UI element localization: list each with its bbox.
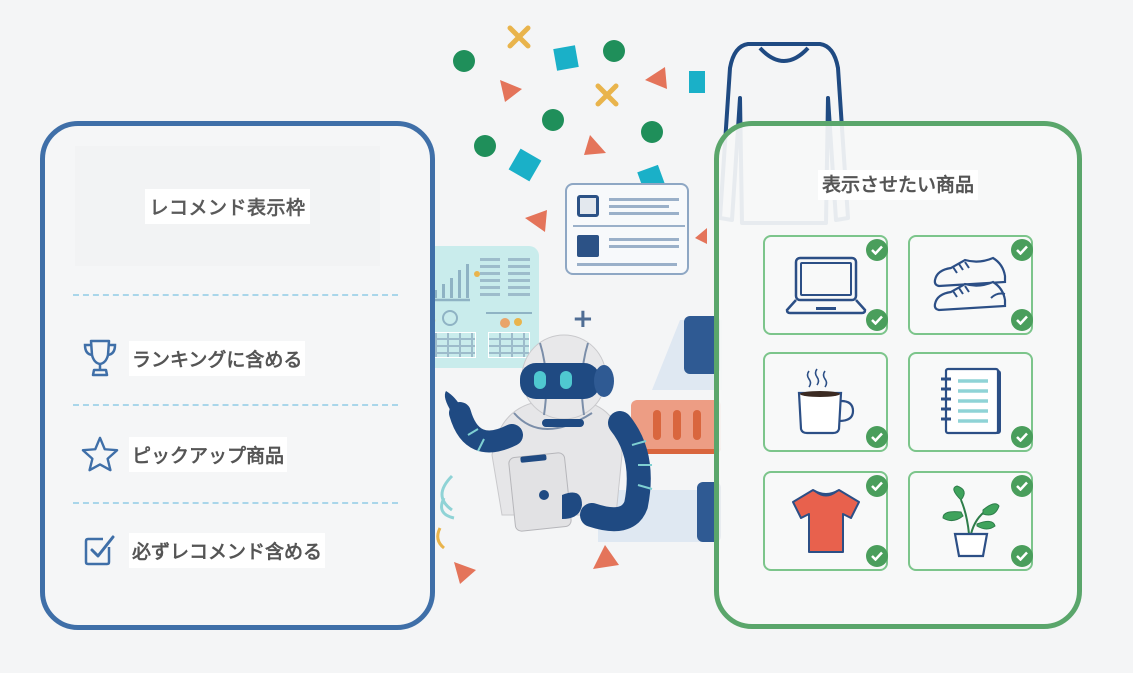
panel-header: 表示させたい商品 — [719, 170, 1077, 200]
product-card-sneakers[interactable] — [908, 235, 1033, 335]
option-label: ピックアップ商品 — [129, 436, 288, 472]
notebook-icon — [940, 367, 1001, 435]
sneakers-icon — [933, 256, 1006, 312]
square-shape — [553, 45, 579, 71]
svg-text:+: + — [572, 305, 594, 334]
panel-header: レコメンド表示枠 — [75, 146, 380, 266]
triangle-shape — [584, 135, 606, 155]
panel-title: 表示させたい商品 — [817, 170, 978, 200]
dot-shape — [474, 135, 496, 157]
divider — [73, 502, 398, 504]
x-mark-icon — [595, 83, 619, 107]
divider — [73, 404, 398, 406]
check-badge-icon — [866, 545, 888, 567]
image-placeholder-icon — [577, 235, 599, 257]
option-ranking[interactable]: ランキングに含める — [81, 338, 306, 378]
tshirt-icon — [791, 489, 860, 553]
pie-chart-icon — [442, 310, 458, 326]
avatar-placeholder-icon — [577, 195, 599, 217]
laptop-icon — [785, 256, 866, 315]
table-icon — [488, 332, 530, 358]
product-card-notebook[interactable] — [908, 352, 1033, 452]
triangle-shape — [454, 562, 476, 584]
triangle-shape — [525, 210, 547, 232]
recommend-slot-panel: レコメンド表示枠 ランキングに含める ピックアップ商品 必ず — [40, 121, 435, 630]
triangle-shape — [500, 80, 522, 102]
trophy-icon — [81, 338, 119, 378]
check-badge-icon — [866, 309, 888, 331]
product-card-mug[interactable] — [763, 352, 888, 452]
option-label: ランキングに含める — [129, 340, 306, 376]
dot-shape — [542, 109, 564, 131]
option-must-include[interactable]: 必ずレコメンド含める — [81, 530, 326, 570]
check-badge-icon — [1011, 426, 1033, 448]
square-shape — [689, 71, 705, 93]
product-card-tshirt[interactable] — [763, 471, 888, 571]
triangle-shape — [695, 228, 707, 244]
block-shape — [631, 400, 721, 454]
check-badge-icon — [1011, 309, 1033, 331]
robot-illustration: + — [444, 305, 653, 532]
check-badge-icon — [1011, 239, 1033, 261]
check-badge-icon — [1011, 475, 1033, 497]
dot-shape — [453, 50, 475, 72]
mug-icon — [797, 368, 854, 435]
profile-card — [565, 183, 689, 275]
dot-shape — [603, 40, 625, 62]
x-mark-icon — [507, 25, 531, 49]
check-badge-icon — [866, 426, 888, 448]
checkbox-icon — [81, 530, 119, 570]
check-badge-icon — [866, 239, 888, 261]
panel-title: レコメンド表示枠 — [145, 188, 310, 224]
product-card-plant[interactable] — [908, 471, 1033, 571]
signal-arcs-icon — [436, 474, 455, 550]
option-label: 必ずレコメンド含める — [129, 532, 326, 568]
target-products-panel: 表示させたい商品 — [714, 121, 1082, 629]
star-icon — [81, 434, 119, 474]
dot-shape — [641, 121, 663, 143]
check-badge-icon — [1011, 545, 1033, 567]
option-pickup[interactable]: ピックアップ商品 — [81, 434, 288, 474]
plant-icon — [941, 485, 1000, 558]
check-badge-icon — [866, 475, 888, 497]
product-card-laptop[interactable] — [763, 235, 888, 335]
square-shape — [508, 148, 542, 182]
triangle-shape — [593, 545, 619, 569]
triangle-shape — [645, 67, 667, 89]
divider — [73, 294, 398, 296]
